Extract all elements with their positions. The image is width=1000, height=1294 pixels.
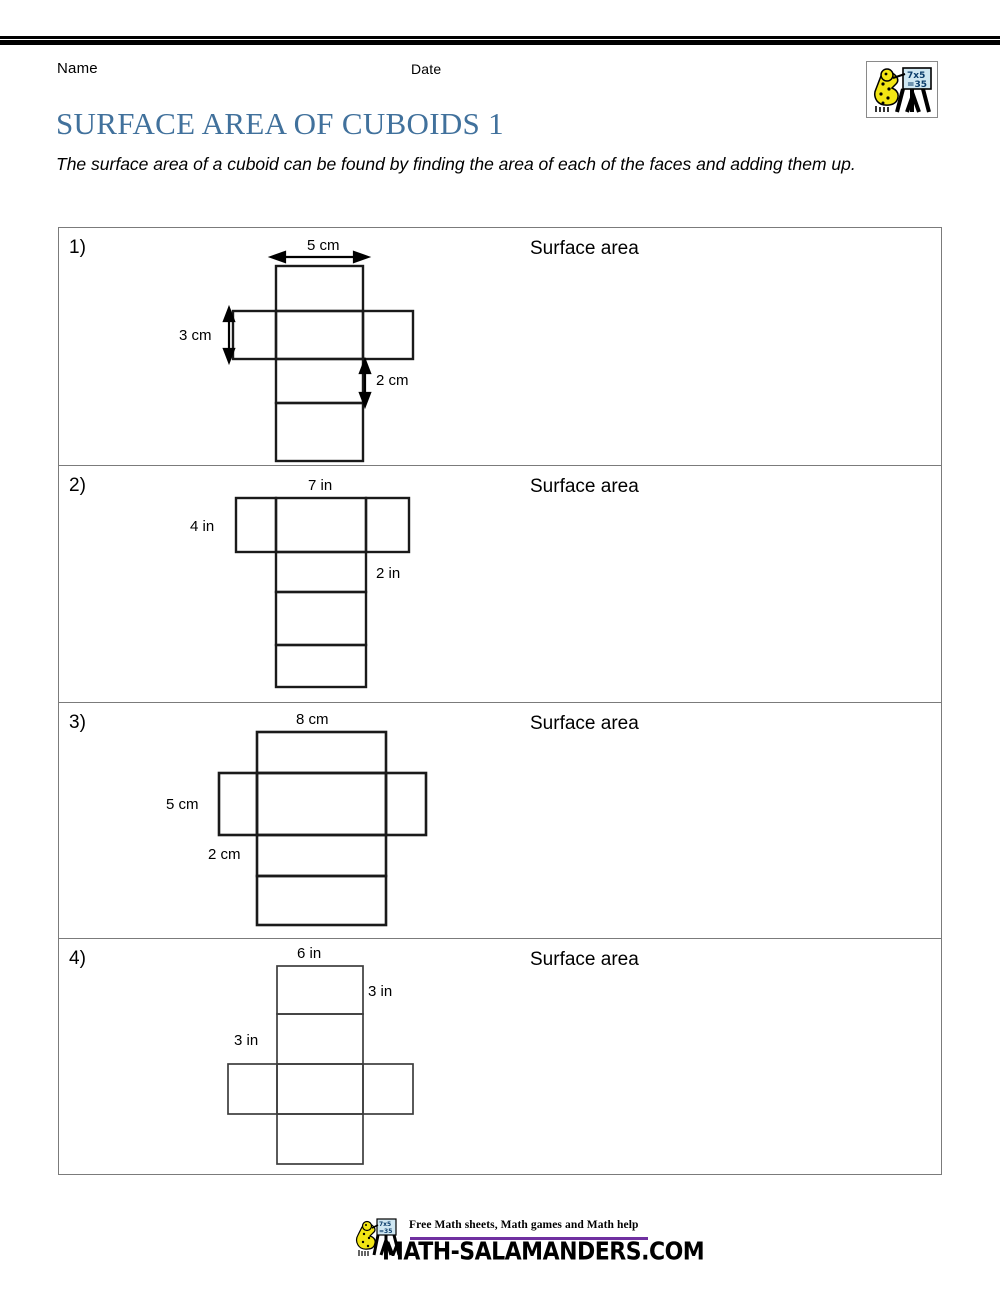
intro-text: The surface area of a cuboid can be foun… [56,154,856,174]
footer-divider [410,1237,648,1240]
page-title: SURFACE AREA OF CUBOIDS 1 [56,106,504,141]
dimension-label: 5 cm [307,237,340,254]
question-number: 2) [69,475,86,496]
question-number: 4) [69,948,86,969]
table-row: 3) Surface area [59,703,941,939]
question-number: 1) [69,237,86,258]
svg-text:7 in: 7 in [308,477,332,494]
surface-area-label: Surface area [530,476,639,497]
footer-tagline: Free Math sheets, Math games and Math he… [409,1219,639,1231]
svg-text:3 cm: 3 cm [179,327,212,344]
cuboid-net-diagram-1: 5 cm 3 cm 2 cm [59,228,479,466]
cuboid-net-diagram-4: 6 in 3 in 3 in [59,939,479,1175]
svg-text:3 in: 3 in [368,983,392,1000]
cuboid-net-diagram-3: 8 cm 5 cm 2 cm [59,703,479,939]
footer: 7x5 =35 Free Math sheets, Math games and… [355,1211,705,1273]
table-row: 4) Surface area [59,939,941,1175]
questions-table: 1) Surface area [58,227,942,1175]
svg-text:2 cm: 2 cm [208,846,241,863]
table-row: 2) Surface area 7 in 4 i [59,466,941,703]
top-border-rule [0,36,1000,45]
surface-area-label: Surface area [530,949,639,970]
svg-text:=35: =35 [379,1228,392,1235]
answer-area[interactable] [530,272,931,459]
table-row: 1) Surface area [59,228,941,466]
svg-text:7x5: 7x5 [907,71,925,81]
surface-area-label: Surface area [530,713,639,734]
svg-text:5 cm: 5 cm [166,796,199,813]
surface-area-label: Surface area [530,238,639,259]
svg-text:2 in: 2 in [376,565,400,582]
svg-text:4 in: 4 in [190,518,214,535]
math-salamanders-logo: 7x5 =35 [866,61,938,118]
svg-text:8 cm: 8 cm [296,711,329,728]
svg-text:3 in: 3 in [234,1032,258,1049]
date-label: Date [411,61,442,77]
svg-text:=35: =35 [907,80,927,90]
answer-area[interactable] [530,747,931,932]
svg-text:2 cm: 2 cm [376,372,409,389]
footer-domain-link[interactable]: MATH-SALAMANDERS.COM [382,1238,705,1266]
svg-text:6 in: 6 in [297,945,321,962]
question-number: 3) [69,712,86,733]
answer-area[interactable] [530,510,931,696]
svg-text:7x5: 7x5 [379,1221,391,1228]
footer-salamander-icon: 7x5 =35 [355,1217,411,1272]
name-label: Name [57,60,98,77]
answer-area[interactable] [530,983,931,1169]
cuboid-net-diagram-2: 7 in 4 in 2 in [59,466,479,703]
